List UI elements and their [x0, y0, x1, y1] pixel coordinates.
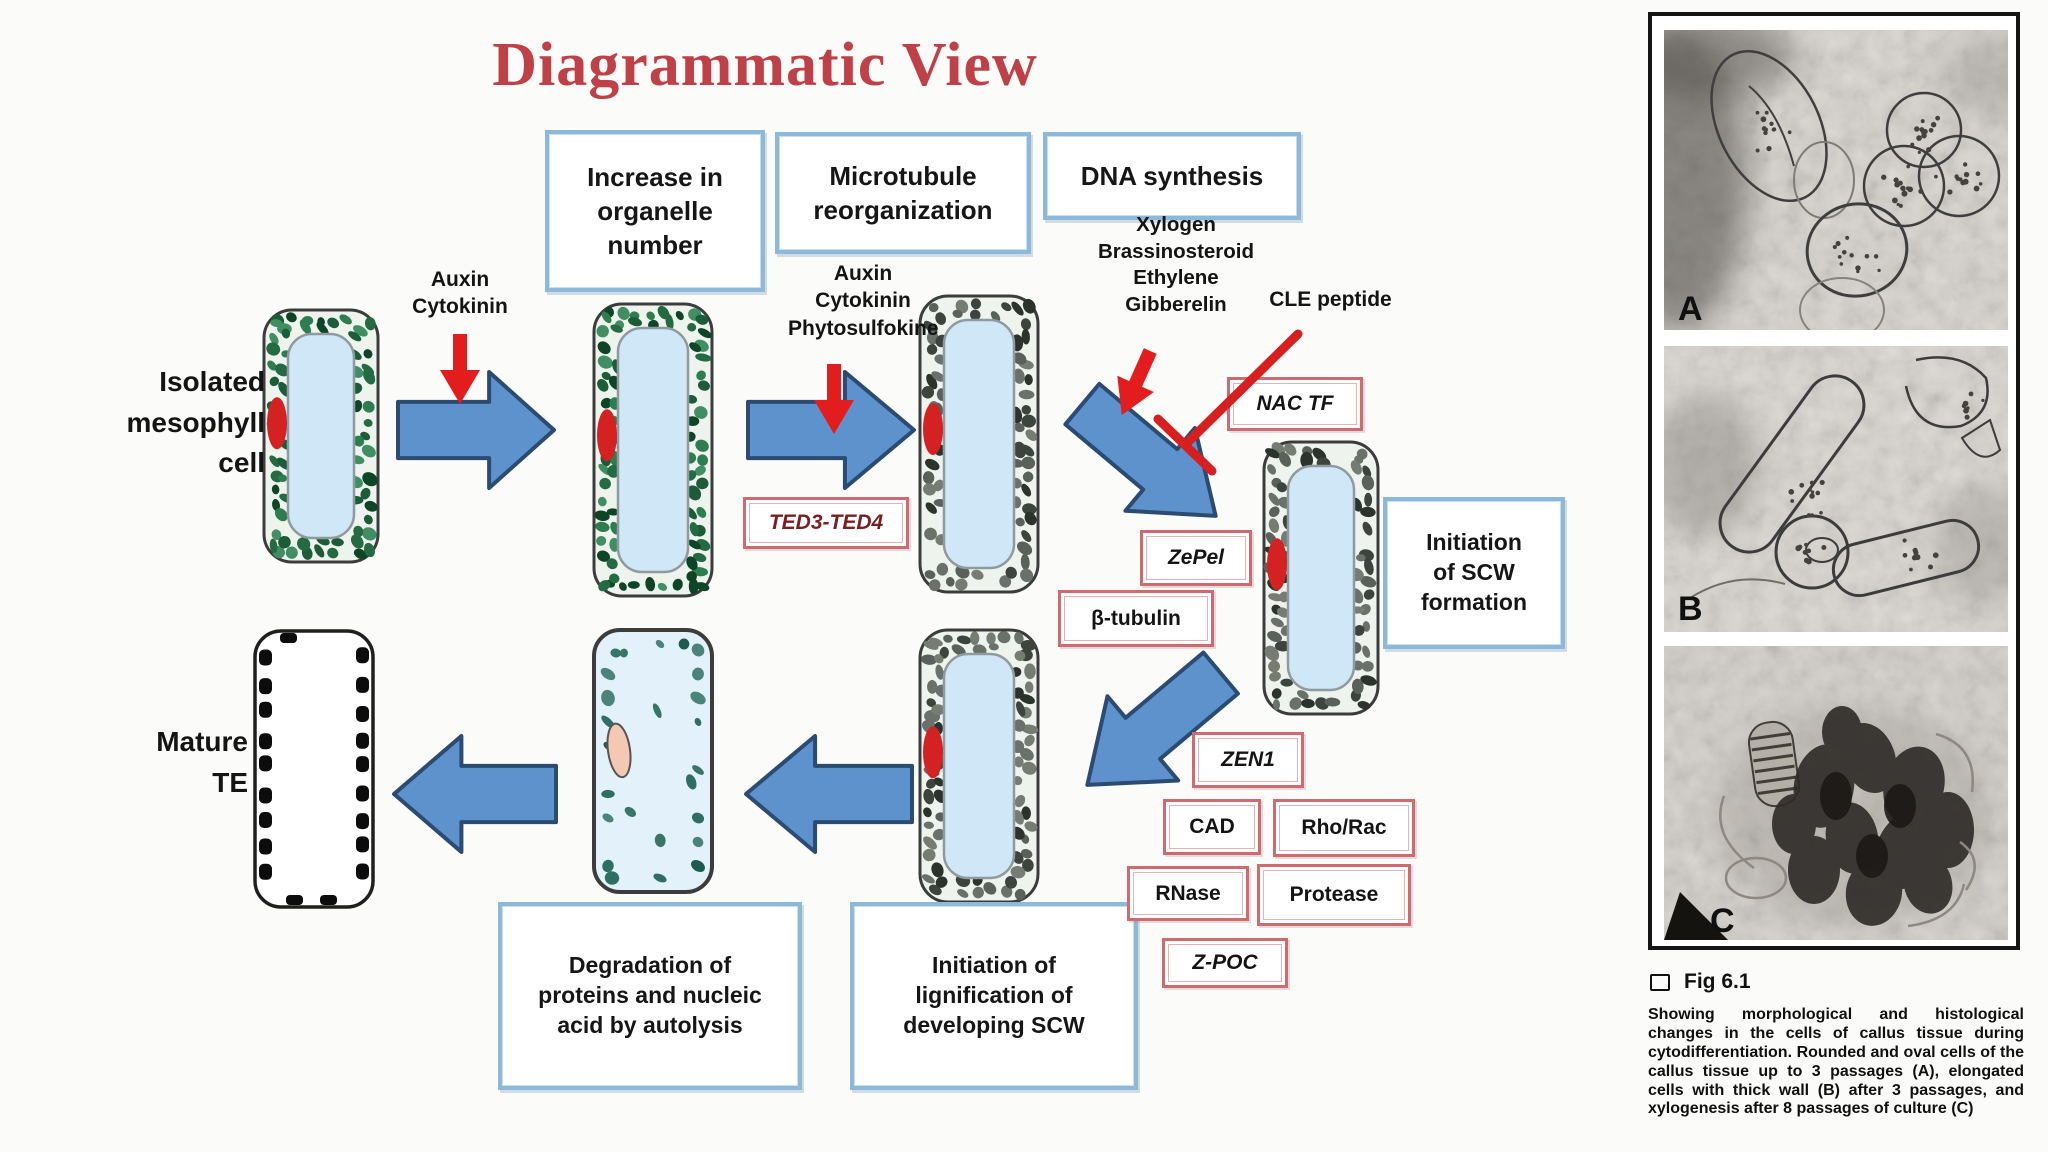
flow-arrow-4-diagonal: [1085, 650, 1240, 787]
flow-arrow-2: [746, 370, 916, 490]
figure-bullet-icon: [1650, 973, 1670, 991]
cell-lignifying: [918, 628, 1040, 904]
stage-box-organelle: Increase in organelle number: [545, 130, 765, 292]
figure-caption-head: Fig 6.1: [1650, 970, 1751, 994]
cell-isolated-mesophyll: [262, 308, 380, 564]
cell-scw-initiation: [1262, 440, 1380, 716]
stage-box-lignification: Initiation of lignification of developin…: [850, 902, 1138, 1090]
micrograph-c-xylogenesis: C: [1664, 646, 2008, 940]
page-title: Diagrammatic View: [492, 31, 1038, 99]
stage-box-microtubule: Microtubule reorganization: [775, 132, 1031, 254]
label-isolated-mesophyll-cell: Isolated mesophyll cell: [126, 366, 265, 479]
signal-label-auxin-cytokinin-phytosulfokine: Auxin Cytokinin Phytosulfokine: [788, 262, 939, 340]
panel-label-a: A: [1678, 290, 1703, 328]
figure-caption: Showing morphological and histological c…: [1648, 1006, 2024, 1118]
gene-box-rho-rac: Rho/Rac: [1273, 799, 1415, 857]
gene-box-ted3-ted4: TED3-TED4: [743, 497, 909, 549]
signal-label-cle-peptide: CLE peptide: [1269, 288, 1392, 311]
flow-arrow-6: [392, 734, 558, 854]
cell-dedifferentiated: [592, 302, 714, 598]
panel-label-b: B: [1678, 590, 1703, 628]
flow-arrow-5: [744, 734, 914, 854]
flow-arrow-1: [396, 370, 556, 490]
gene-box-protease: Protease: [1257, 864, 1411, 926]
figure-panel: A B: [1648, 12, 2020, 950]
gene-box-zepel: ZePel: [1140, 530, 1252, 586]
figure-number: Fig 6.1: [1684, 970, 1751, 993]
cell-mature-te: [253, 629, 375, 909]
stage-box-scw-formation: Initiation of SCW formation: [1383, 497, 1565, 649]
gene-box-beta-tubulin: β-tubulin: [1058, 590, 1214, 647]
cell-reorganized: [918, 294, 1040, 594]
signal-arrow-phytosulfokine-icon: [814, 364, 854, 434]
cell-autolysis: [592, 628, 714, 894]
gene-box-cad: CAD: [1163, 799, 1261, 855]
gene-box-rnase: RNase: [1127, 866, 1249, 921]
signal-arrow-xylogen-icon: [1117, 348, 1157, 415]
signal-label-auxin-cytokinin: Auxin Cytokinin: [412, 268, 508, 319]
gene-box-zen1: ZEN1: [1192, 732, 1304, 788]
gene-box-zpoc: Z-POC: [1162, 938, 1288, 988]
gene-box-nac-tf: NAC TF: [1227, 377, 1363, 431]
panel-label-c: C: [1710, 902, 1735, 940]
signal-label-xylogen-group: Xylogen Brassinosteroid Ethylene Gibbere…: [1097, 213, 1255, 316]
stage-box-dna-synthesis: DNA synthesis: [1043, 132, 1301, 220]
signal-arrow-auxin-icon: [440, 334, 480, 404]
label-mature-te: Mature TE: [156, 726, 248, 798]
micrograph-b-elongated-cells: B: [1664, 346, 2008, 632]
micrograph-a-rounded-cells: A: [1664, 30, 2008, 330]
stage-box-degradation: Degradation of proteins and nucleic acid…: [498, 902, 802, 1090]
